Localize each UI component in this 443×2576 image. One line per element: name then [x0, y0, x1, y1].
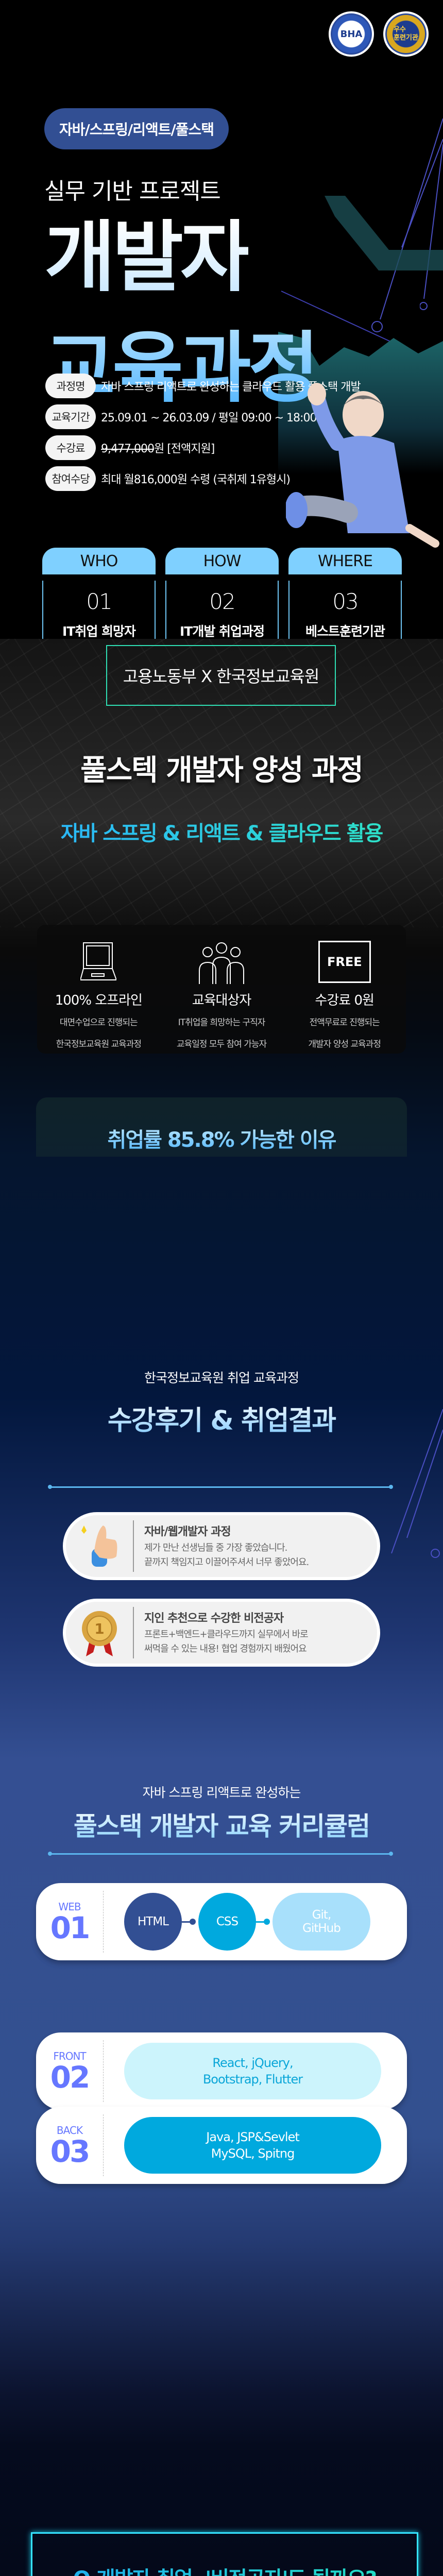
excellent-institution-award-icon: 우수 훈련기관 — [383, 11, 429, 57]
review-text: 제가 만난 선생님들 중 가장 좋았습니다.끝까지 책임지고 이끌어주셔서 너무… — [144, 1543, 309, 1568]
module-key: FRONT — [53, 2050, 86, 2062]
people-group-icon — [160, 938, 283, 986]
how-card: HOW 02 IT개발 취업과정 무료취업 국비지원 — [165, 548, 279, 639]
course-intro-section: 고용노동부 X 한국정보교육원 풀스텍 개발자 양성 과정 자바 스프링 & 리… — [0, 639, 443, 1157]
gold-medal-icon: 1 — [66, 1607, 133, 1658]
faq-section: Q.개발자 취업, '비전공자'도 될까요? A. 가능! 비전공자 취업률 8… — [0, 2445, 443, 2576]
keyboard-background — [0, 639, 443, 927]
partner-box: 고용노동부 X 한국정보교육원 — [106, 645, 336, 706]
feature-title: 교육대상자 — [192, 993, 252, 1008]
original-price: 9,477,000 — [101, 443, 155, 455]
curriculum-title: 풀스택 개발자 교육 커리큘럼 — [0, 1806, 443, 1843]
bha-award-icon: BHA — [329, 11, 374, 57]
faq-question: Q.개발자 취업, '비전공자'도 될까요? — [32, 2562, 417, 2576]
hero-section: BHA 우수 훈련기관 자바/스프링/리액트/풀스택 실무 기반 프로젝트 개발… — [0, 0, 443, 639]
who-card: WHO 01 IT취업 희망자 비전공자 가능 — [42, 548, 156, 639]
intro-title: 풀스텍 개발자 양성 과정 — [80, 754, 364, 787]
reviews-section: 한국정보교육원 취업 교육과정 수강후기 & 취업결과 자바/웹개발자 과정 제… — [0, 1157, 443, 1759]
circuit-line-decoration — [371, 118, 443, 332]
info-row-fee: 수강료 9,477,000원 [전액지원] — [45, 435, 361, 460]
info-value: 9,477,000원 [전액지원] — [101, 439, 215, 456]
free-ticket-icon: FREE — [283, 938, 406, 986]
circuit-band-decoration — [281, 196, 443, 350]
chip-git: Git, GitHub — [272, 1893, 370, 1951]
feature-title: 수강료 0원 — [315, 993, 374, 1008]
hero-title-line1: 개발자 — [44, 213, 251, 302]
curriculum-kicker: 자바 스프링 리액트로 완성하는 — [142, 1785, 301, 1800]
laptop-icon — [37, 938, 160, 986]
module-key: BACK — [56, 2124, 83, 2137]
section-divider — [48, 1852, 393, 1856]
feature-title: 100% 오프라인 — [55, 993, 143, 1008]
review-title: 지인 추천으로 수강한 비전공자 — [144, 1612, 284, 1625]
module-text: React, jQuery, Bootstrap, Flutter — [124, 2043, 381, 2099]
card-number: 02 — [209, 589, 235, 614]
card-number: 03 — [332, 589, 359, 614]
review-card: 자바/웹개발자 과정 제가 만난 선생님들 중 가장 좋았습니다.끝까지 책임지… — [63, 1512, 380, 1580]
waving-person-illustration — [286, 383, 439, 548]
category-pill: 자바/스프링/리액트/풀스택 — [44, 108, 229, 149]
info-value: 최대 월816,000원 수령 (국취제 1유형시) — [101, 473, 291, 486]
reviews-kicker: 한국정보교육원 취업 교육과정 — [144, 1370, 299, 1385]
module-number: 02 — [50, 2060, 91, 2095]
card-line1: 베스트훈련기관 — [305, 624, 385, 639]
card-header: HOW — [165, 548, 279, 574]
info-row-period: 교육기간 25.09.01 ~ 26.03.09 / 평일 09:00 ~ 18… — [45, 404, 361, 429]
module-text: Java, JSP&Sevlet MySQL, Spitng — [124, 2117, 381, 2174]
review-card: 1 지인 추천으로 수강한 비전공자 프론트+백엔드+클라우드까지 실무에서 바… — [63, 1599, 380, 1667]
chip-css: CSS — [198, 1893, 256, 1951]
module-key: WEB — [58, 1901, 81, 1913]
card-line1: IT개발 취업과정 — [179, 624, 265, 639]
award-badges: BHA 우수 훈련기관 — [329, 11, 429, 57]
info-tag: 과정명 — [45, 374, 96, 398]
info-tag: 참여수당 — [45, 466, 96, 491]
module-number: 03 — [50, 2134, 91, 2169]
faq-box: Q.개발자 취업, '비전공자'도 될까요? A. 가능! 비전공자 취업률 8… — [31, 2532, 418, 2576]
card-header: WHO — [42, 548, 156, 574]
card-line1: IT취업 희망자 — [62, 624, 136, 639]
section-divider — [48, 1485, 393, 1489]
chip-html: HTML — [124, 1893, 182, 1951]
circuit-line-decoration — [420, 144, 443, 310]
circuit-line-decoration — [391, 1409, 443, 1558]
course-info-list: 과정명 자바 스프링 리액트로 완성하는 클라우드 활용 풀스택 개발 교육기간… — [45, 374, 361, 497]
card-number: 01 — [86, 589, 112, 614]
reason-title: 취업률 85.8% 가능한 이유 — [36, 1123, 407, 1153]
where-card: WHERE 03 베스트훈련기관 한국정보교육원 — [288, 548, 402, 639]
review-title: 자바/웹개발자 과정 — [144, 1526, 231, 1538]
hero-subtitle: 실무 기반 프로젝트 — [44, 178, 221, 205]
reviews-title: 수강후기 & 취업결과 — [0, 1399, 443, 1437]
module-number: 01 — [50, 1910, 91, 1945]
employment-reason-panel: 취업률 85.8% 가능한 이유 실무기술 기반 개발자 양성 커리큘럼으로 !… — [36, 1097, 407, 1157]
info-value: 25.09.01 ~ 26.03.09 / 평일 09:00 ~ 18:00 — [101, 412, 317, 425]
intro-subtitle: 자바 스프링 & 리액트 & 클라우드 활용 — [0, 817, 443, 846]
info-tag: 수강료 — [45, 435, 96, 460]
svg-text:1: 1 — [94, 1620, 104, 1637]
thumbs-up-icon — [66, 1520, 133, 1572]
fee-note: 원 [전액지원] — [154, 443, 215, 455]
info-row-allowance: 참여수당 최대 월816,000원 수령 (국취제 1유형시) — [45, 466, 361, 491]
card-header: WHERE — [288, 548, 402, 574]
info-tag: 교육기간 — [45, 404, 96, 429]
